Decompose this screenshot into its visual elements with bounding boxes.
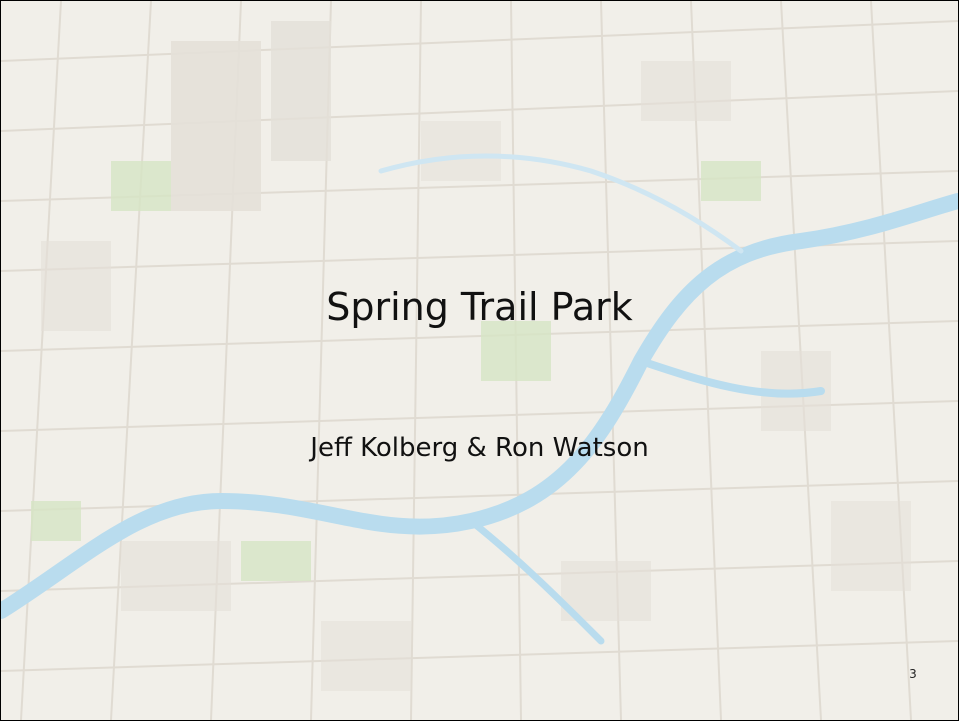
slide-subtitle: Jeff Kolberg & Ron Watson	[310, 433, 649, 463]
slide-title: Spring Trail Park	[326, 285, 633, 329]
slide-page-number: 3	[909, 667, 917, 681]
